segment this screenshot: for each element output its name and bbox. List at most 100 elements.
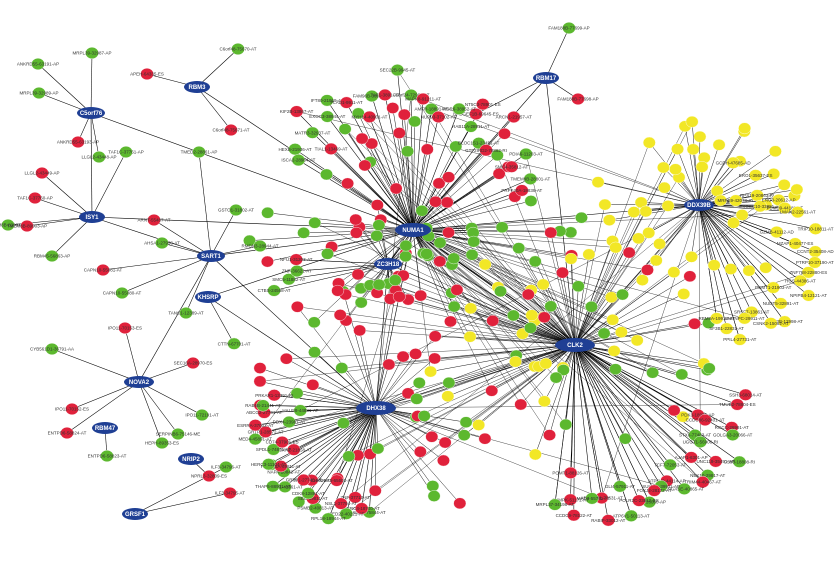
gene-node [415, 204, 429, 217]
gene-node [290, 387, 304, 400]
gene-node-label: WDR6-38952-AT [442, 106, 476, 111]
gene-node [349, 226, 363, 239]
gene-node-flad1-9911-at: FLAD1-9911-AT [330, 96, 363, 109]
gene-node-label: ENTPD6-58823-AT [88, 454, 127, 459]
gene-node-dot [469, 107, 483, 120]
gene-node-dot [296, 473, 311, 486]
hub-numa1: NUMA1 [395, 223, 431, 237]
gene-node [321, 248, 334, 260]
gene-node-label: NAPA-20842-AT [267, 469, 300, 474]
gene-node [353, 324, 367, 337]
edge [138, 381, 179, 435]
gene-node [693, 130, 707, 143]
gene-node [331, 284, 345, 297]
edge [196, 86, 232, 131]
edge [470, 308, 576, 346]
gene-node-label: SMC4-35812-AT [495, 164, 529, 169]
gene-node [420, 143, 434, 156]
edge [412, 229, 451, 322]
gene-node-dot [737, 312, 752, 325]
edge [314, 351, 377, 409]
gene-node-nprl3-32809-es: NPRL3-32809-ES [191, 470, 227, 483]
gene-node [438, 436, 452, 449]
gene-node-lman2-22561-at: LMAN2-22561-AT [780, 206, 816, 219]
gene-node-fam96b-36945-at: FAM96B-36945-AT [353, 90, 391, 103]
edge [698, 151, 776, 206]
gene-node-trip10-18811-at: TRIP10-18811-AT [798, 222, 834, 235]
gene-node [386, 102, 400, 114]
gene-node-dot [770, 226, 784, 239]
gene-node [524, 195, 538, 207]
edge [255, 407, 377, 440]
gene-node-ilf3-34796-at: ILF3-34796-AT [211, 461, 241, 474]
gene-node [478, 258, 492, 271]
nodes-layer: MRPL39-32987-APANKRD55-63191-APMRPL39-32… [0, 22, 834, 527]
gene-node [604, 291, 618, 304]
gene-node-dot [790, 206, 805, 219]
gene-node-dot [764, 317, 778, 330]
gene-node-ahsa1-27958-at: AHSA1-27958-AT [144, 236, 180, 249]
gene-node-nup93-37102-at: NUP93-37102-AT [421, 110, 456, 123]
gene-node-label: TMED2-28861-AP [181, 150, 218, 155]
gene-node-label: ATP6V0-44114-AP [648, 479, 686, 484]
edge [698, 204, 809, 296]
gene-node-label: ARNT-55487-AT [138, 218, 171, 223]
gene-node [575, 211, 588, 224]
gene-node-exoc3-38944-at: EXOC3-38944-AT [309, 110, 346, 123]
edge [574, 344, 716, 462]
edge [412, 155, 498, 231]
gene-node [564, 252, 578, 265]
gene-node-mrpl39-32987-ap: MRPL39-32987-AP [72, 47, 112, 60]
gene-node-label: HAUS8-44881-AT [282, 408, 318, 413]
edge [375, 407, 444, 461]
gene-node [463, 330, 477, 343]
gene-node [333, 309, 347, 321]
edge [574, 205, 669, 346]
gene-node-tmem9b-28801-at: TMEM9B-28801-AT [511, 172, 551, 185]
gene-node [702, 362, 716, 375]
gene-node-ipo11-72191-at: IPO11-72191-AT [185, 409, 219, 422]
gene-node-label: HGS-44386-AT [785, 278, 816, 283]
gene-node [425, 430, 439, 443]
gene-node-dot [390, 64, 405, 77]
hub-ellipse [684, 199, 714, 211]
edge [574, 344, 671, 466]
gene-node-label: SEC22B-9945-AT [380, 68, 416, 73]
edge [478, 344, 576, 426]
gene-node-label: CAPN10-55081-AT [84, 268, 123, 273]
gene-node-label: ILF3-34796-AT [211, 465, 241, 470]
edge [698, 175, 756, 206]
edge [361, 138, 414, 231]
hub-sart1: SART1 [197, 250, 225, 262]
edge [375, 407, 421, 452]
edge [210, 209, 237, 257]
gene-node [616, 288, 629, 301]
gene-node-label: CSNK2-15092-AT [753, 321, 789, 326]
gene-node [602, 214, 616, 226]
edge [274, 263, 389, 291]
edge [698, 204, 745, 319]
edge [384, 94, 414, 231]
gene-node-znf-37713-at: ZNF-37713-AT [340, 491, 370, 504]
edge [574, 254, 590, 346]
gene-node-dot [365, 90, 379, 103]
hub-ellipse [184, 81, 210, 93]
gene-node-label: ARCN1-21957-AT [496, 115, 532, 120]
gene-node-dot [179, 307, 193, 320]
gene-node-label: TMEM8B-89903-AP [7, 224, 47, 229]
gene-node-psmd9-44189-at: PSMD9-44189-AT [767, 202, 803, 215]
gene-node-cttn-67701-at: CTTN-67701-AT [218, 337, 251, 350]
gene-node-dot [563, 493, 578, 506]
gene-node-nt5c3-78901-es: NT5C3-78901-ES [465, 98, 501, 111]
gene-node [609, 241, 623, 254]
gene-node-label: PCMT1-21903-AT [755, 285, 791, 290]
gene-node-dot [202, 470, 216, 483]
gene-node-thap5-88901-at: THAP5-88901-AT [255, 480, 291, 493]
gene-node [543, 429, 556, 441]
gene-node [428, 330, 442, 343]
gene-node-engase-40865-at: ENGASE-40865-AT [664, 482, 704, 495]
gene-node-label: TMEM9B-28801-AT [511, 176, 551, 181]
gene-node-label: UGGT1-56908-RI [683, 440, 719, 445]
gene-node-label: TMOD3-31542-AT [293, 478, 330, 483]
gene-node-ptrp10-37190-at: PTRP10-37190-AT [796, 256, 834, 269]
